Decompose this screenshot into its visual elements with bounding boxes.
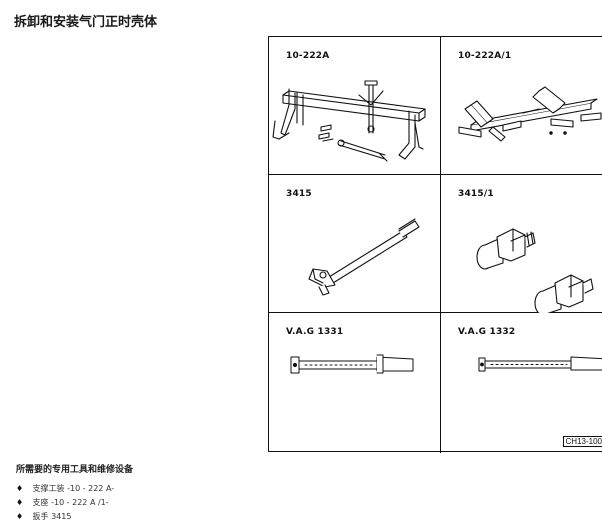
tool-cell-vag-1332: V.A.G 1332 CH13-100 — [441, 313, 602, 453]
adapter-bolts-illustration — [476, 228, 594, 313]
list-item-text: 支座 -10 - 222 A /1- — [32, 498, 109, 507]
engine-support-bridge-illustration — [272, 80, 426, 162]
bullet-icon: ♦ — [16, 512, 24, 521]
tool-cell-3415-1: 3415/1 — [441, 175, 602, 313]
bullet-icon: ♦ — [16, 484, 24, 493]
list-item: ♦ 支座 -10 - 222 A /1- — [16, 496, 114, 510]
tool-cell-10-222a: 10-222A — [269, 37, 441, 175]
tool-label: 3415/1 — [458, 189, 494, 199]
tool-cell-10-222a-1: 10-222A/1 — [441, 37, 602, 175]
list-item-text: 扳手 3415 — [32, 512, 72, 521]
counter-hold-wrench-illustration — [308, 218, 420, 296]
tool-cell-vag-1331: V.A.G 1331 — [269, 313, 441, 453]
list-item-text: 支撑工装 -10 - 222 A- — [32, 484, 115, 493]
list-item: ♦ 支撑工装 -10 - 222 A- — [16, 482, 114, 496]
special-tools-figure: 10-222A 10-222A/1 — [268, 36, 602, 453]
torque-wrench-1332-illustration — [478, 356, 602, 372]
tool-label: 10-222A — [286, 51, 330, 61]
list-item: ♦ 扳手 3415 — [16, 510, 114, 524]
tool-label: V.A.G 1331 — [286, 327, 344, 337]
tool-label: 10-222A/1 — [458, 51, 512, 61]
page-title: 拆卸和安装气门正时壳体 — [14, 15, 158, 30]
tool-label: 3415 — [286, 189, 312, 199]
figure-code: CH13-100 — [562, 436, 602, 447]
equipment-list: ♦ 支撑工装 -10 - 222 A- ♦ 支座 -10 - 222 A /1-… — [16, 482, 114, 524]
torque-wrench-1331-illustration — [290, 354, 414, 374]
tool-cell-3415: 3415 — [269, 175, 441, 313]
tool-label: V.A.G 1332 — [458, 327, 516, 337]
bullet-icon: ♦ — [16, 498, 24, 507]
support-adapter-illustration — [458, 86, 602, 142]
section-heading: 所需要的专用工具和维修设备 — [16, 465, 134, 475]
